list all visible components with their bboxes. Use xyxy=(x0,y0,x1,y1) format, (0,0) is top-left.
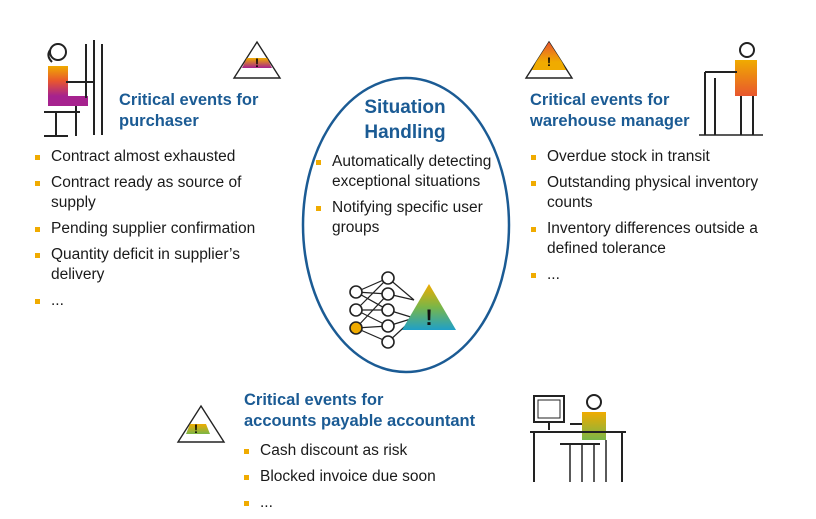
warehouse-warning-icon: ! xyxy=(524,40,574,79)
neural-network-warning-icon: ! xyxy=(349,271,456,349)
svg-text:!: ! xyxy=(194,422,198,436)
accountant-heading: Critical events for accounts payable acc… xyxy=(244,390,524,432)
accountant-heading-line1: Critical events for xyxy=(244,391,384,409)
purchaser-heading-line1: Critical events for xyxy=(119,91,259,109)
center-title: Situation Handling xyxy=(330,95,480,145)
warehouse-heading-line2: warehouse manager xyxy=(530,112,690,130)
list-item: Notifying specific user groups xyxy=(316,198,506,238)
list-item: Pending supplier confirmation xyxy=(35,219,285,239)
center-title-line1: Situation xyxy=(364,97,446,118)
list-item: Cash discount as risk xyxy=(244,441,504,461)
center-list: Automatically detecting exceptional situ… xyxy=(316,152,506,244)
purchaser-event-list: Contract almost exhausted Contract ready… xyxy=(35,147,285,317)
purchaser-person-icon xyxy=(44,40,103,137)
svg-text:!: ! xyxy=(547,55,551,69)
purchaser-warning-icon: ! xyxy=(232,40,282,79)
warehouse-person-icon xyxy=(699,42,763,136)
warehouse-heading-line1: Critical events for xyxy=(530,91,670,109)
situation-handling-ellipse xyxy=(301,76,511,374)
center-title-line2: Handling xyxy=(364,122,446,143)
list-item: ... xyxy=(35,291,285,311)
list-item: ... xyxy=(531,265,776,285)
list-item: Contract ready as source of supply xyxy=(35,173,285,213)
list-item: Outstanding physical inventory counts xyxy=(531,173,776,213)
purchaser-heading-line2: purchaser xyxy=(119,112,199,130)
list-item: Overdue stock in transit xyxy=(531,147,776,167)
accountant-warning-icon: ! xyxy=(176,404,226,443)
accountant-heading-line2: accounts payable accountant xyxy=(244,412,476,430)
list-item: Quantity deficit in supplier’s delivery xyxy=(35,245,285,285)
svg-text:!: ! xyxy=(425,305,432,330)
accountant-person-icon xyxy=(530,394,626,482)
svg-text:!: ! xyxy=(255,56,259,70)
list-item: Contract almost exhausted xyxy=(35,147,285,167)
accountant-event-list: Cash discount as risk Blocked invoice du… xyxy=(244,441,504,519)
warehouse-heading: Critical events for warehouse manager xyxy=(530,90,710,132)
list-item: Inventory differences outside a defined … xyxy=(531,219,776,259)
purchaser-heading: Critical events for purchaser xyxy=(119,90,299,132)
list-item: Automatically detecting exceptional situ… xyxy=(316,152,506,192)
list-item: ... xyxy=(244,493,504,513)
list-item: Blocked invoice due soon xyxy=(244,467,504,487)
warehouse-event-list: Overdue stock in transit Outstanding phy… xyxy=(531,147,776,291)
